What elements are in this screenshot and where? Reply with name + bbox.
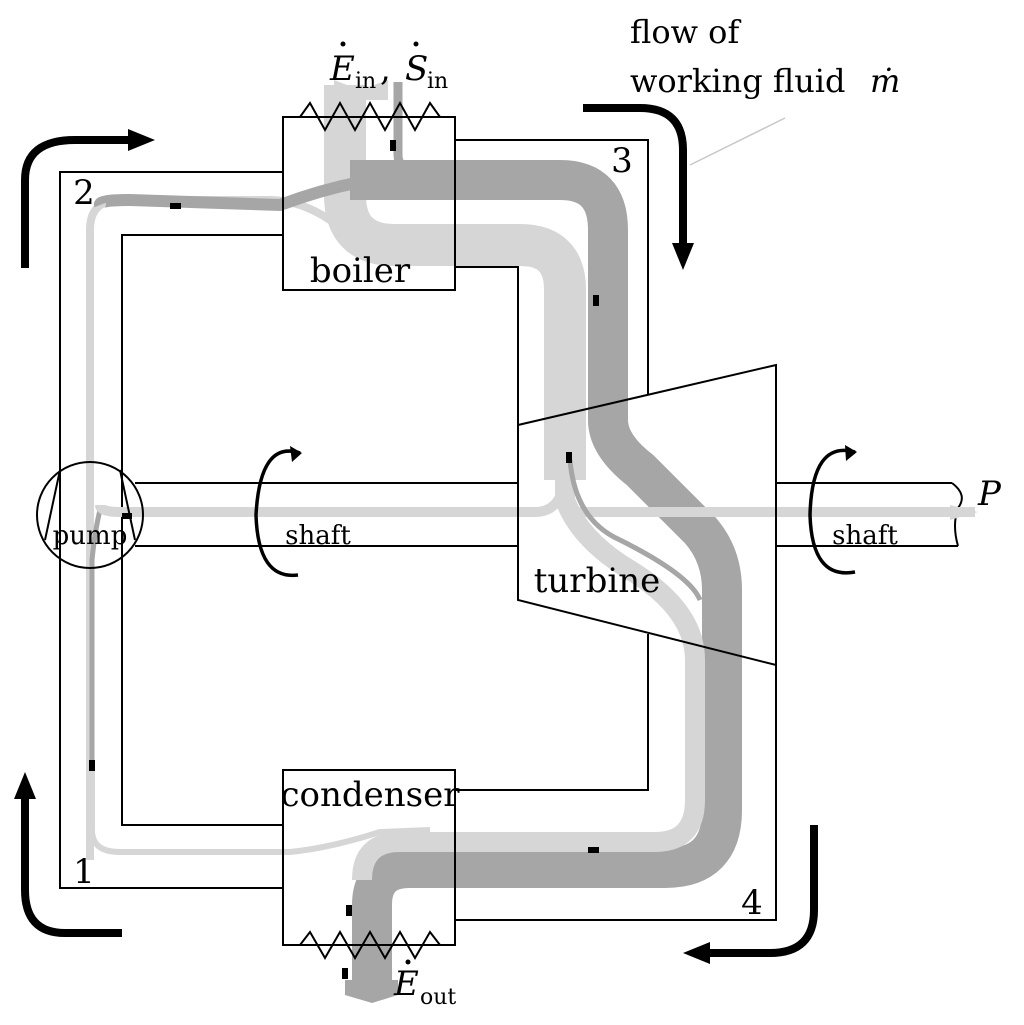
- flow-annotation: flow of working fluid ṁ: [630, 13, 900, 166]
- heat-out-tip: [345, 980, 398, 1003]
- state-2-label: 2: [73, 173, 95, 213]
- condenser-cooler-zigzag: [283, 929, 455, 961]
- pipe-loop: [59, 139, 777, 921]
- pipe-inner-left: [121, 234, 283, 826]
- entropy-stream-return: [86, 196, 401, 860]
- energy-stream-main: [350, 160, 742, 995]
- flow-arrow-top-right: [583, 104, 687, 245]
- pipe-outer-top-right: [455, 139, 649, 395]
- s-in-symbol: S: [405, 49, 428, 89]
- flow-line-1: flow of: [630, 13, 741, 51]
- shaft: [135, 482, 963, 547]
- flow-pointer-line: [689, 117, 786, 166]
- rotation-arrow-right: [808, 445, 857, 575]
- energy-stream-boiler-in: [93, 172, 451, 212]
- boiler-heater-zigzag: [283, 100, 455, 133]
- pipe-outer-left: [59, 171, 283, 889]
- flow-arrow-bottom-left: [21, 797, 122, 937]
- pump: pump: [36, 461, 144, 569]
- flow-symbol: ṁ: [870, 62, 900, 100]
- boiler: boiler: [282, 100, 456, 291]
- e-out-symbol: E: [393, 964, 419, 1004]
- flow-line-2: working fluid: [630, 62, 846, 100]
- pipe-outer-bottom-right: [455, 660, 777, 921]
- flow-arrow-top-left: [21, 136, 130, 268]
- circulation-arrows: [14, 104, 818, 964]
- e-in-symbol: E: [329, 49, 355, 89]
- turbine-label: turbine: [534, 561, 660, 601]
- shaft-right-label: shaft: [832, 521, 898, 551]
- e-in-subscript: in: [355, 69, 376, 94]
- heat-out-label: E out: [393, 959, 456, 1010]
- pump-circle: [36, 461, 144, 569]
- shaft-left-label: shaft: [285, 521, 351, 551]
- boiler-label: boiler: [310, 251, 411, 291]
- energy-stream-pump: [89, 509, 103, 770]
- entropy-stream-boiler: [324, 85, 586, 480]
- power-label: P: [977, 474, 1002, 514]
- turbine-internal-stream: [567, 459, 703, 602]
- heat-in-notch: [334, 80, 388, 100]
- state-4-label: 4: [741, 883, 763, 923]
- condenser: condenser: [280, 769, 460, 961]
- turbine: turbine: [517, 363, 777, 667]
- pipe-inner-bottom-right: [455, 634, 649, 791]
- streams: [86, 80, 975, 1003]
- turbine-body: [517, 363, 777, 667]
- shaft-power-stream: [95, 479, 975, 517]
- boiler-box: [282, 116, 456, 291]
- state-3-label: 3: [611, 141, 633, 181]
- state-1-label: 1: [73, 852, 95, 892]
- power-arrowhead: [950, 505, 978, 520]
- stream-markers: [89, 140, 599, 979]
- rotation-arrow-left: [254, 446, 302, 578]
- condenser-label: condenser: [280, 775, 460, 815]
- pump-label: pump: [53, 521, 128, 551]
- entropy-stream-turbine: [352, 460, 705, 881]
- e-out-subscript: out: [420, 985, 456, 1010]
- heat-in-label: E in , S in: [329, 41, 448, 94]
- s-in-subscript: in: [427, 69, 448, 94]
- flow-arrow-bottom-right: [708, 825, 818, 957]
- pipe-inner-top-right: [455, 266, 519, 425]
- comma: ,: [380, 49, 391, 89]
- entropy-inlet-stream: [393, 82, 450, 173]
- stream-condenser-return: [89, 770, 431, 855]
